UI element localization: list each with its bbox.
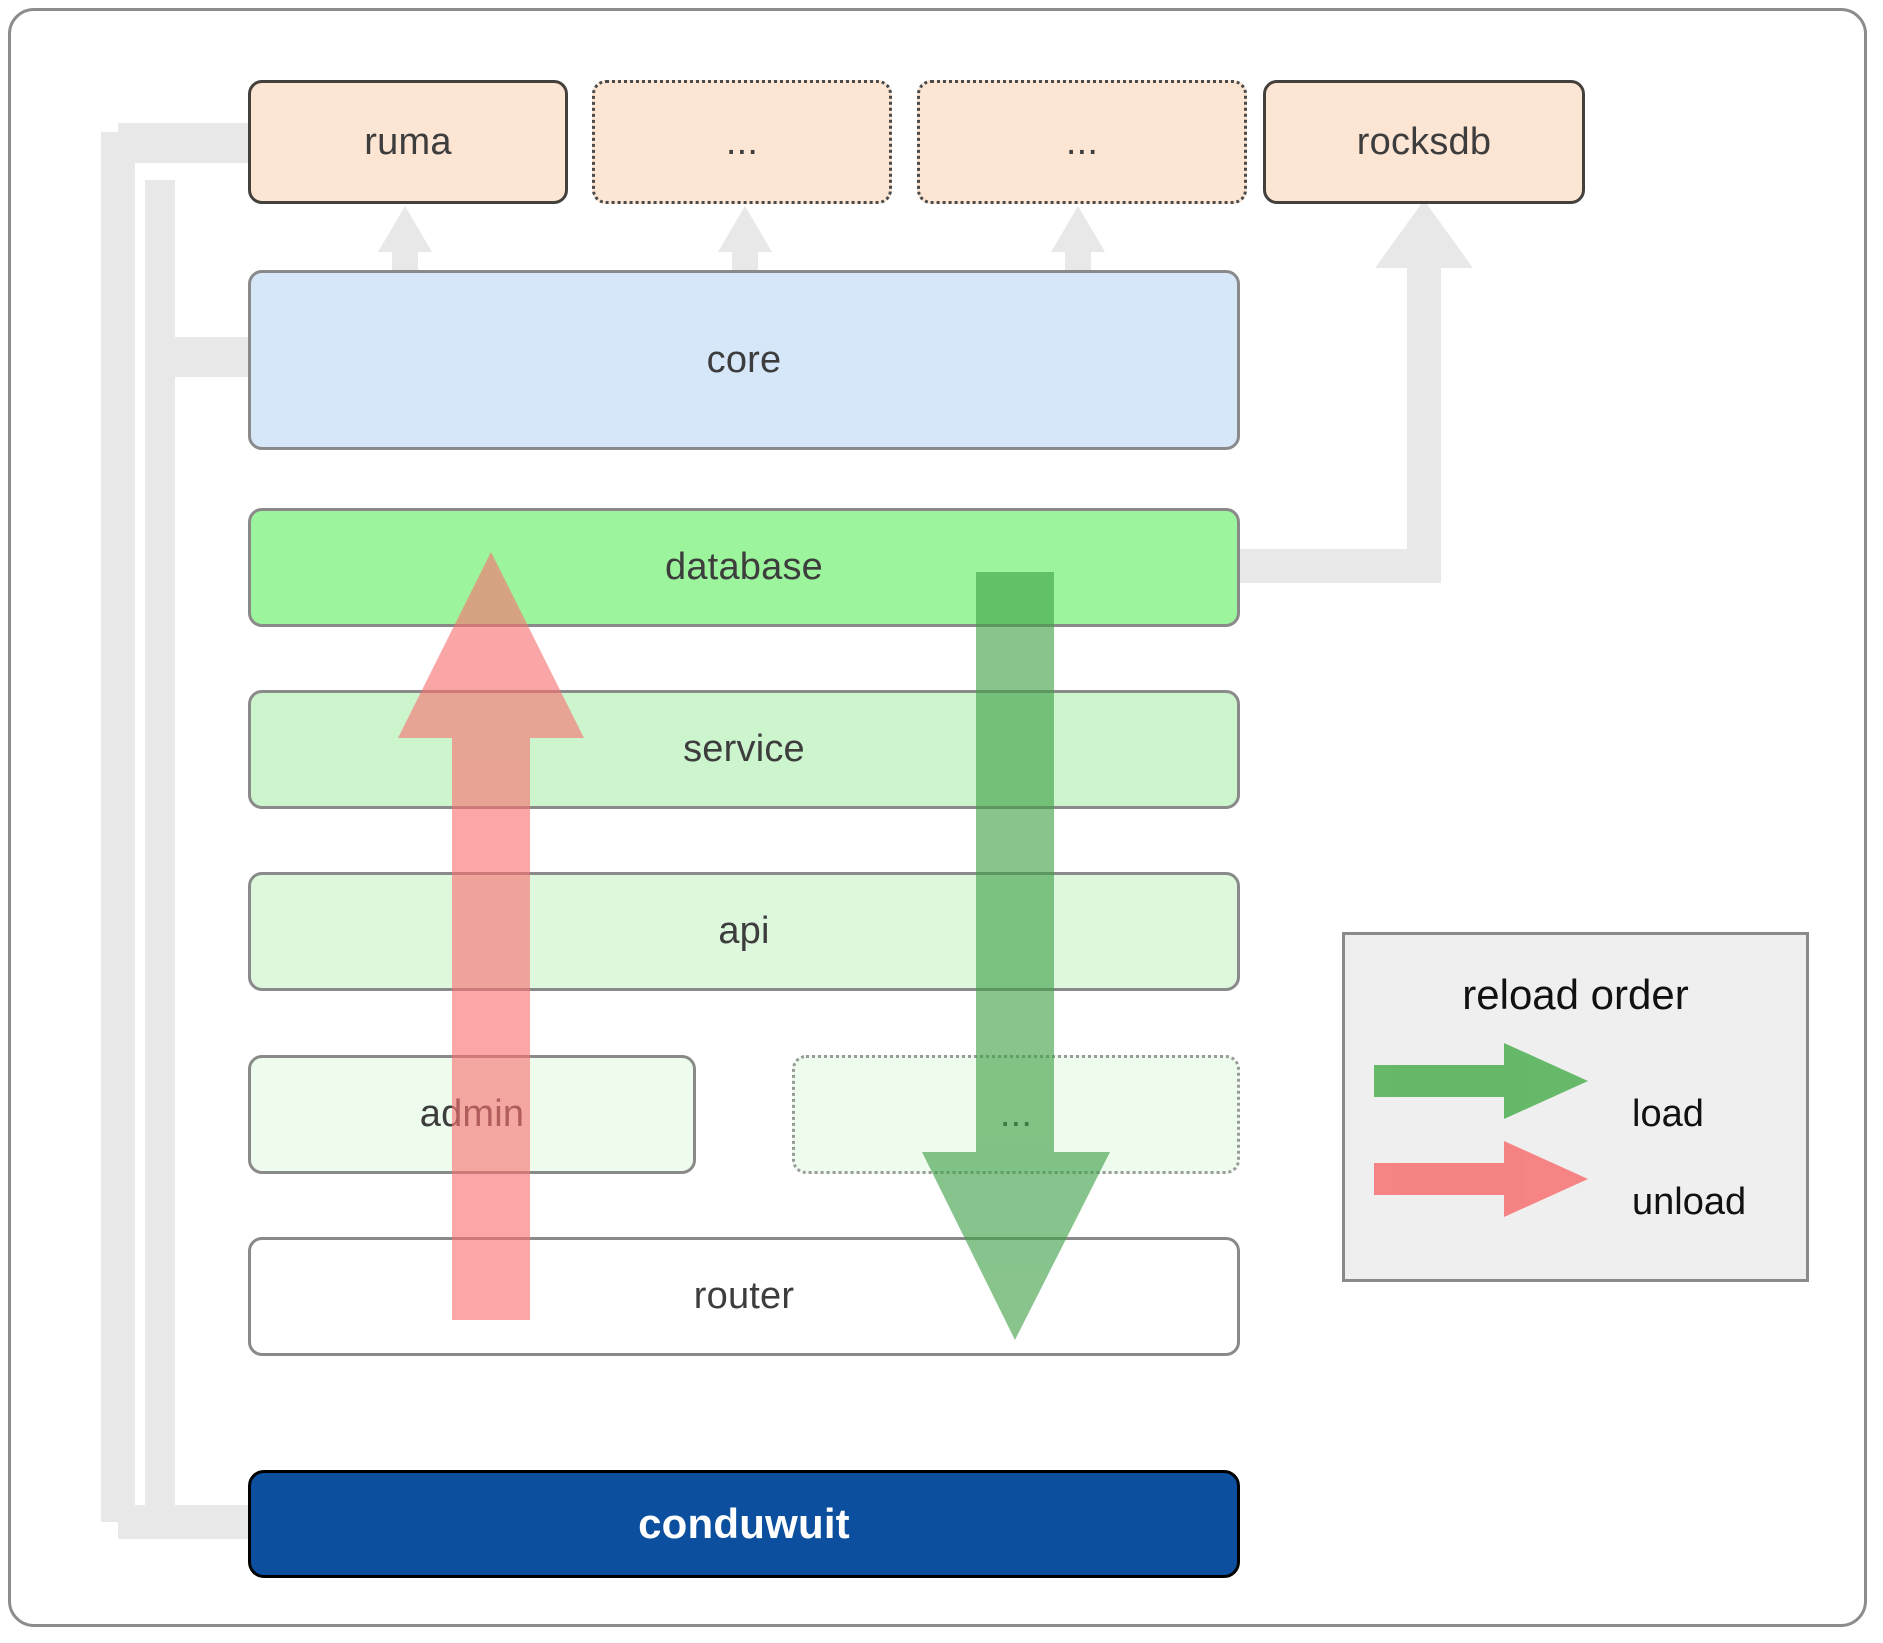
flow-arrow-unload	[398, 552, 584, 1320]
layer-label-database: database	[665, 546, 823, 588]
link-arrow-core-to-dep-b	[1051, 206, 1105, 274]
root-box-conduwuit[interactable]: conduwuit	[248, 1470, 1240, 1578]
layer-box-api[interactable]: api	[248, 872, 1240, 991]
flow-arrow-load	[922, 572, 1110, 1340]
dependency-label-dep-a: ...	[725, 120, 759, 163]
link-arrow-core-to-dep-a	[718, 206, 772, 274]
legend-label-unload: unload	[1632, 1181, 1747, 1223]
dependency-label-dep-b: ...	[1065, 120, 1099, 163]
link-arrow-core-to-ruma	[378, 206, 432, 274]
dependency-box-ruma[interactable]: ruma	[248, 80, 568, 204]
layer-label-router: router	[693, 1275, 795, 1317]
link-arrow-database-to-rocksdb	[1238, 200, 1473, 583]
layer-label-service: service	[683, 728, 805, 770]
dependency-box-dep-b[interactable]: ...	[917, 80, 1247, 204]
legend-arrow-unload-icon	[1374, 1141, 1588, 1217]
root-label: conduwuit	[638, 1500, 850, 1547]
layer-label-api: api	[718, 910, 770, 952]
dependency-label-ruma: ruma	[364, 120, 452, 163]
dependency-label-rocksdb: rocksdb	[1356, 120, 1492, 163]
legend-panel: reload order load unload	[1342, 932, 1809, 1282]
layer-box-router[interactable]: router	[248, 1237, 1240, 1356]
layer-box-database[interactable]: database	[248, 508, 1240, 627]
dependency-box-rocksdb[interactable]: rocksdb	[1263, 80, 1585, 204]
legend-arrow-load-icon	[1374, 1043, 1588, 1119]
core-label: core	[706, 338, 782, 381]
core-box[interactable]: core	[248, 270, 1240, 450]
legend-label-load: load	[1632, 1093, 1704, 1135]
legend-title: reload order	[1462, 971, 1689, 1018]
dependency-box-dep-a[interactable]: ...	[592, 80, 892, 204]
